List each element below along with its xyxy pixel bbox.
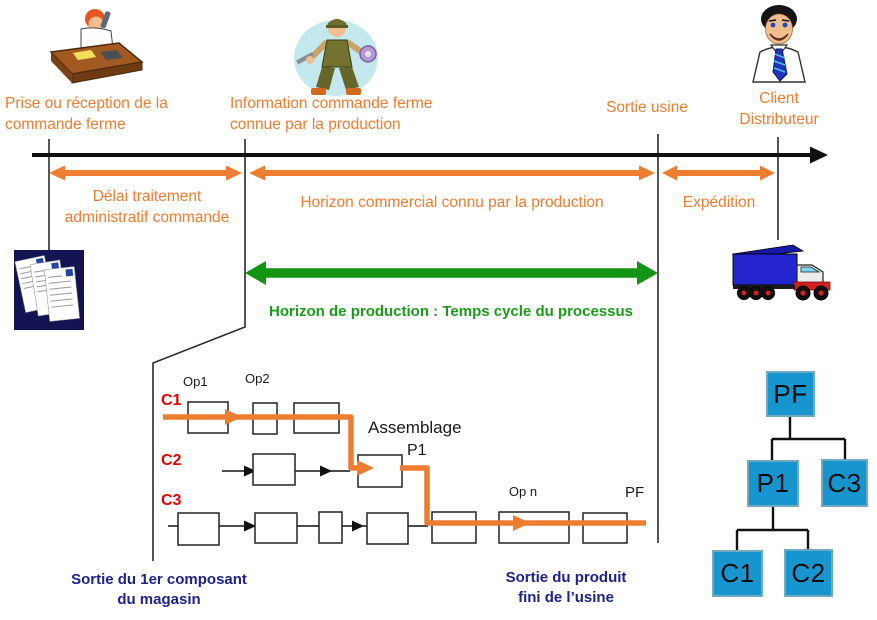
component-c3-label: C3 — [161, 492, 182, 509]
component-c1-label: C1 — [161, 392, 182, 409]
span-label-expedition: Expédition — [682, 194, 756, 211]
opn-box — [498, 511, 570, 544]
span-label-line: administratif commande — [64, 209, 230, 226]
footnote-line: fini de l’usine — [518, 589, 614, 606]
bom-connectors — [735, 417, 847, 551]
event-label-line: connue par la production — [230, 116, 401, 133]
horizon-production-label: Horizon de production : Temps cycle du p… — [269, 303, 633, 320]
op1-label: Op1 — [183, 374, 208, 389]
footnote-line: du magasin — [117, 591, 201, 608]
bom-node-c2: C2 — [784, 549, 833, 597]
p1-flow-label: P1 — [407, 442, 427, 459]
span-arrow-delai — [49, 165, 242, 181]
invoice-documents-icon — [14, 250, 84, 330]
event-label-info-production: Information commande ferme connue par la… — [230, 93, 432, 135]
assemblage-label: Assemblage — [368, 418, 462, 437]
bom-node-pf: PF — [766, 371, 815, 417]
span-arrow-horizon-production — [245, 261, 658, 285]
truck-icon — [731, 244, 831, 301]
span-arrow-horizon-commercial — [249, 165, 655, 181]
event-label-order: Prise ou réception de la commande ferme — [5, 93, 168, 135]
opn-label: Op n — [508, 484, 538, 499]
span-label-horizon-commercial: Horizon commercial connu par la producti… — [300, 194, 604, 211]
event-label-line: commande ferme — [5, 116, 126, 133]
bom-node-p1: P1 — [747, 460, 799, 507]
mechanic-worker-icon — [294, 19, 378, 96]
businessman-icon — [752, 5, 806, 83]
event-label-sortie-usine: Sortie usine — [606, 99, 688, 116]
timeline-axis — [32, 146, 828, 164]
bom-node-c3: C3 — [821, 459, 868, 507]
span-label-delai: Délai traitement administratif commande — [65, 186, 230, 228]
process-row-c2 — [222, 453, 403, 488]
event-label-client: Client Distributeur — [739, 88, 818, 130]
span-arrow-expedition — [662, 165, 775, 181]
event-label-line: Information commande ferme — [230, 95, 433, 112]
component-c2-label: C2 — [161, 452, 182, 469]
op2-label: Op2 — [245, 371, 270, 386]
event-label-line: Distributeur — [739, 111, 819, 128]
event-label-line: Prise ou réception de la — [5, 95, 168, 112]
footnote-line: Sortie du 1er composant — [71, 571, 247, 588]
bom-node-c1: C1 — [712, 550, 763, 597]
pf-flow-label: PF — [625, 484, 645, 501]
footnote-first-component: Sortie du 1er composant du magasin — [71, 570, 247, 610]
event-label-line: Client — [759, 90, 799, 107]
span-label-line: Délai traitement — [92, 188, 202, 205]
process-row-c3 — [168, 511, 628, 546]
material-flow-path — [163, 409, 646, 531]
footnote-line: Sortie du produit — [505, 569, 627, 586]
footnote-finished-product: Sortie du produit fini de l’usine — [506, 568, 627, 608]
receptionist-phone-desk-icon — [49, 9, 144, 84]
